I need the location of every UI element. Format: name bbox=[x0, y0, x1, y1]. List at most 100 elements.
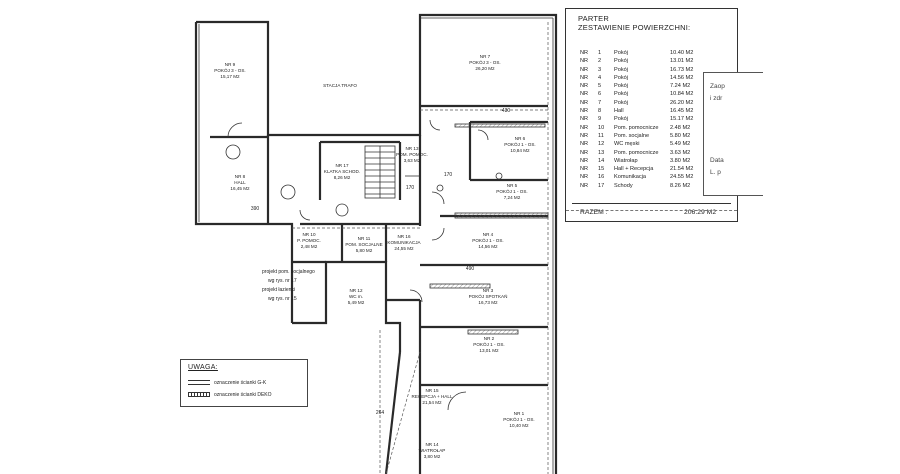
room-10-label: NR 10 bbox=[302, 232, 315, 237]
svg-text:KLATKA SCHOD.: KLATKA SCHOD. bbox=[324, 169, 360, 174]
svg-text:21,54 M2: 21,54 M2 bbox=[422, 400, 442, 405]
svg-text:430: 430 bbox=[502, 108, 511, 114]
svg-text:24,55 M2: 24,55 M2 bbox=[394, 246, 414, 251]
summary-divider bbox=[572, 203, 731, 204]
room-4-label: NR 4 bbox=[483, 232, 494, 237]
hatched-walls bbox=[429, 123, 549, 335]
svg-text:14,56 M2: 14,56 M2 bbox=[478, 244, 498, 249]
approval-line: Zaop bbox=[710, 83, 725, 90]
svg-text:15,17 M2: 15,17 M2 bbox=[220, 74, 240, 79]
dimensions: 430 170 170 390 490 264 bbox=[251, 108, 511, 416]
svg-text:POKÓJ 1 - OS.: POKÓJ 1 - OS. bbox=[504, 141, 535, 147]
room-14-label: NR 14 bbox=[425, 442, 438, 447]
gk-wall-symbol-icon bbox=[188, 380, 210, 386]
svg-text:POM. POMOC.: POM. POMOC. bbox=[396, 152, 428, 157]
svg-text:WC m.: WC m. bbox=[349, 294, 363, 299]
room-12-label: NR 12 bbox=[349, 288, 362, 293]
svg-text:264: 264 bbox=[376, 410, 385, 416]
note-lazienka: projekt łazienki bbox=[262, 287, 296, 293]
deko-wall-symbol-icon bbox=[188, 392, 210, 398]
svg-text:POM. SOCJALNE: POM. SOCJALNE bbox=[345, 242, 382, 247]
svg-text:3,63 M2: 3,63 M2 bbox=[404, 158, 421, 163]
approval-line: L. p bbox=[710, 169, 721, 176]
room-16-label: NR 16 bbox=[397, 234, 410, 239]
svg-text:POKÓJ 3 - OS.: POKÓJ 3 - OS. bbox=[469, 59, 500, 65]
svg-text:3,80 M2: 3,80 M2 bbox=[424, 454, 441, 459]
svg-text:26,20 M2: 26,20 M2 bbox=[475, 66, 495, 71]
legend-item-gk: oznaczenie ścianki G-K bbox=[188, 380, 266, 386]
svg-text:170: 170 bbox=[444, 172, 453, 178]
column-markers bbox=[225, 144, 503, 217]
svg-text:16,45 M2: 16,45 M2 bbox=[230, 186, 250, 191]
legend-item-deko: oznaczenie ścianki DEKO bbox=[188, 392, 272, 398]
svg-text:8,26 M2: 8,26 M2 bbox=[334, 175, 351, 180]
svg-text:490: 490 bbox=[466, 266, 475, 272]
room-9-label: NR 9 bbox=[225, 62, 236, 67]
note-lazienka-ref: wg rys. nr 15 bbox=[268, 296, 297, 302]
svg-text:5,49 M2: 5,49 M2 bbox=[348, 300, 365, 305]
room-11-label: NR 11 bbox=[358, 236, 371, 241]
svg-text:10,40 M2: 10,40 M2 bbox=[509, 423, 529, 428]
room-13-label: NR 13 bbox=[405, 146, 418, 151]
approval-panel: Zaop i zdr Data L. p bbox=[703, 72, 763, 196]
room-1-label: NR 1 bbox=[514, 411, 525, 416]
room-8-label: NR 8 bbox=[235, 174, 246, 179]
svg-text:HALL: HALL bbox=[234, 180, 246, 185]
svg-text:POKÓJ 1 - OS.: POKÓJ 1 - OS. bbox=[496, 188, 527, 194]
legend-box: UWAGA: oznaczenie ścianki G-K oznaczenie… bbox=[180, 359, 308, 407]
room-7-label: NR 7 bbox=[480, 54, 491, 59]
svg-text:POKÓJ 1 - OS.: POKÓJ 1 - OS. bbox=[472, 237, 503, 243]
room-2-label: NR 2 bbox=[484, 336, 495, 341]
svg-text:13,01 M2: 13,01 M2 bbox=[479, 348, 499, 353]
summary-bottom-border bbox=[566, 210, 737, 221]
note-socjalny: projekt pom. socjalnego bbox=[262, 269, 315, 275]
stacja-trafo-label: STACJA TRAFO bbox=[323, 83, 357, 88]
svg-text:5,80 M2: 5,80 M2 bbox=[356, 248, 373, 253]
svg-text:P. POMOC.: P. POMOC. bbox=[297, 238, 321, 243]
room-3-label: NR 3 bbox=[483, 288, 494, 293]
svg-text:2,48 M2: 2,48 M2 bbox=[301, 244, 318, 249]
svg-text:POKÓJ SPOTKAŃ: POKÓJ SPOTKAŃ bbox=[469, 293, 508, 299]
approval-line: Data bbox=[710, 157, 724, 164]
room-15-label: NR 15 bbox=[425, 388, 438, 393]
room-5-label: NR 5 bbox=[507, 183, 518, 188]
legend-title: UWAGA: bbox=[188, 364, 218, 371]
staircase bbox=[364, 145, 396, 199]
dashed-lines bbox=[292, 22, 549, 474]
svg-text:POKÓJ 1 - OS.: POKÓJ 1 - OS. bbox=[503, 416, 534, 422]
svg-text:RECEPCJA + HALL: RECEPCJA + HALL bbox=[412, 394, 453, 399]
svg-text:POKÓJ 1 - OS.: POKÓJ 1 - OS. bbox=[473, 341, 504, 347]
svg-text:KOMUNIKACJA: KOMUNIKACJA bbox=[387, 240, 421, 245]
room-labels: NR 9 POKÓJ 3 - OS. 15,17 M2 NR 7 POKÓJ 3… bbox=[214, 54, 535, 459]
svg-text:390: 390 bbox=[251, 206, 260, 212]
svg-text:170: 170 bbox=[406, 185, 415, 191]
approval-line: i zdr bbox=[710, 95, 723, 102]
note-socjalny-ref: wg rys. nr 17 bbox=[268, 278, 297, 284]
room-17-label: NR 17 bbox=[335, 163, 348, 168]
interior-walls bbox=[210, 104, 548, 474]
summary-title: PARTER ZESTAWIENIE POWIERZCHNI: bbox=[578, 14, 691, 32]
door-swings bbox=[227, 119, 489, 411]
svg-text:7,24 M2: 7,24 M2 bbox=[504, 195, 521, 200]
svg-text:10,84 M2: 10,84 M2 bbox=[510, 148, 530, 153]
room-6-label: NR 6 bbox=[515, 136, 526, 141]
